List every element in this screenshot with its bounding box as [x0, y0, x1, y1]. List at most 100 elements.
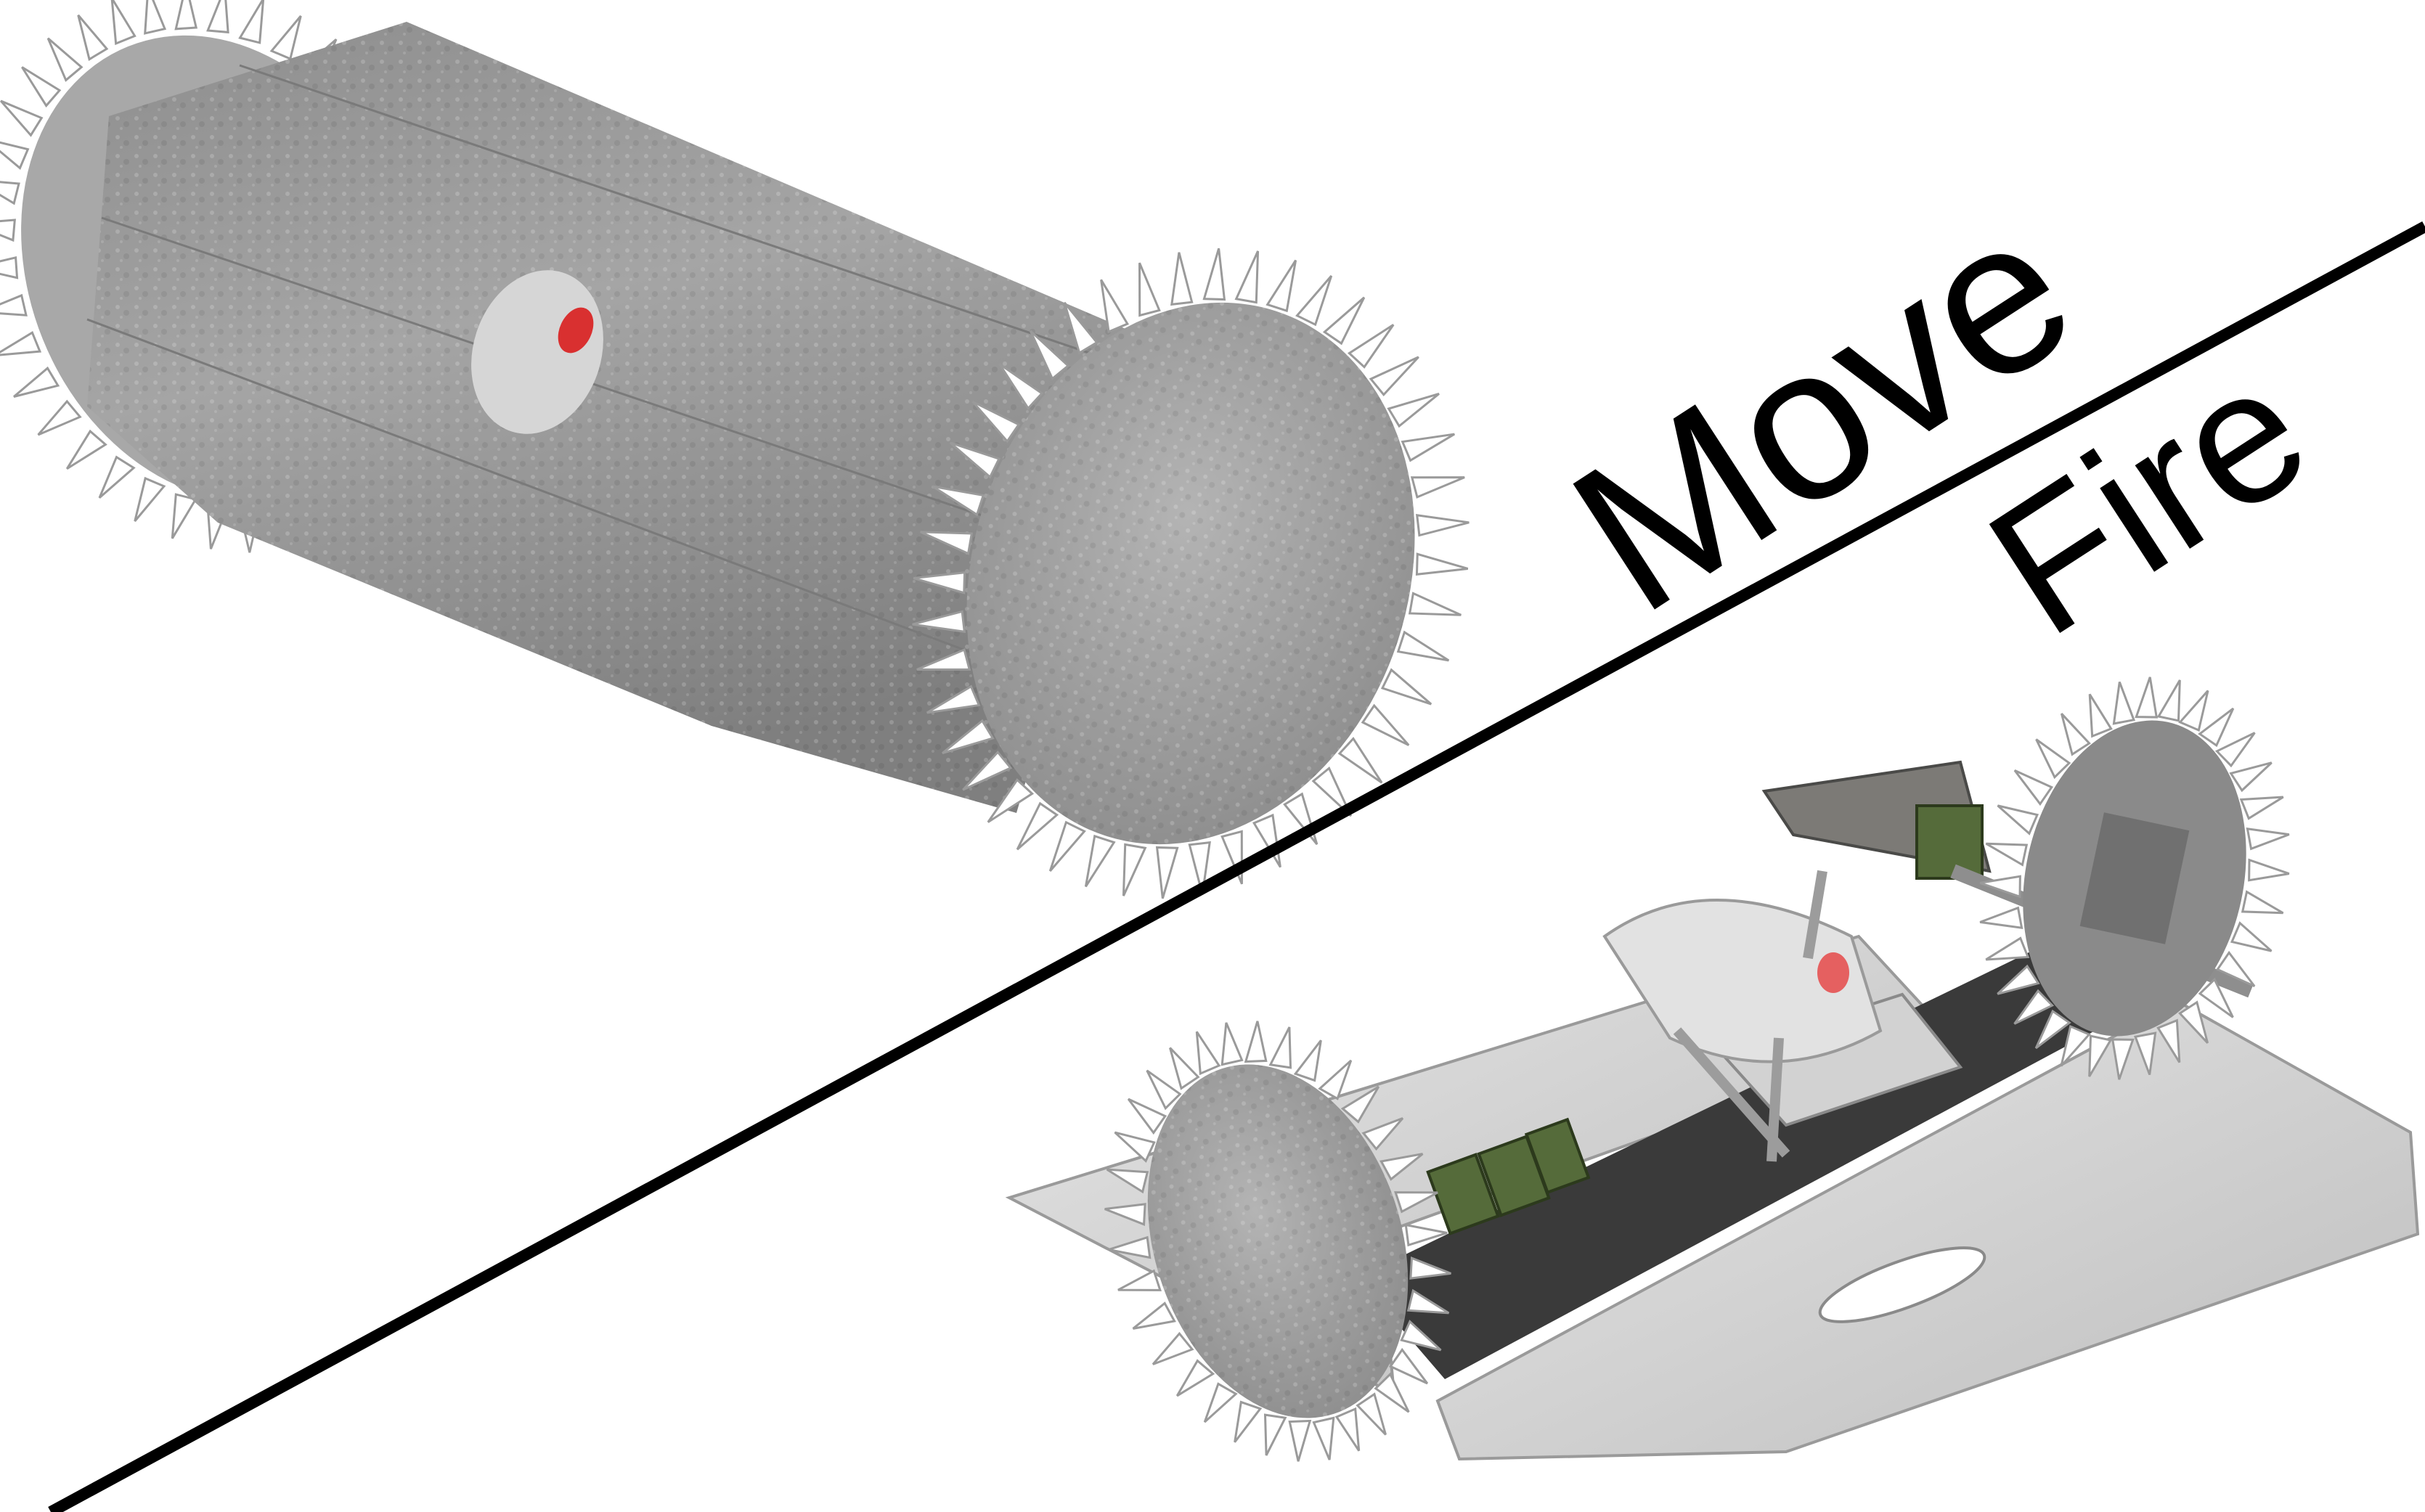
fin	[962, 750, 1013, 791]
fin	[174, 0, 198, 30]
fin	[2156, 1018, 2181, 1063]
fin	[1312, 1416, 1335, 1460]
fin	[2239, 796, 2284, 820]
fin	[0, 218, 16, 242]
fin	[1985, 842, 2029, 867]
fin	[2112, 681, 2135, 725]
fin	[1415, 552, 1469, 576]
fin	[1361, 1117, 1404, 1151]
fin	[998, 363, 1044, 410]
fin	[1104, 1203, 1146, 1226]
fin	[1997, 804, 2039, 835]
fin	[926, 685, 981, 714]
fin	[1387, 393, 1440, 428]
fin	[2215, 950, 2256, 987]
fin	[1347, 324, 1395, 369]
fin	[1985, 936, 2030, 961]
fin	[65, 429, 107, 470]
fin	[1234, 250, 1260, 304]
fin	[1152, 1331, 1194, 1365]
fin	[110, 0, 136, 46]
fin	[1288, 1419, 1312, 1462]
fin	[2156, 679, 2181, 722]
fin	[1114, 1131, 1156, 1163]
fin	[1356, 1392, 1387, 1436]
fin	[1979, 906, 2023, 929]
fin	[2034, 1009, 2071, 1050]
fin	[1048, 820, 1086, 872]
fin	[98, 455, 136, 499]
fin	[77, 14, 109, 61]
battery-modules	[1426, 1117, 1591, 1235]
fin	[1122, 843, 1147, 896]
fin	[1979, 875, 2021, 899]
fin	[1268, 1026, 1292, 1069]
fin	[2229, 761, 2273, 793]
fin	[1415, 513, 1470, 537]
fin	[1016, 801, 1059, 851]
fin	[206, 0, 229, 34]
fin	[1380, 668, 1432, 706]
fin	[2088, 1034, 2113, 1077]
fin	[1202, 248, 1226, 301]
fin	[1084, 834, 1116, 888]
fin	[1220, 1022, 1244, 1066]
fin	[1155, 846, 1179, 899]
fin	[2134, 1031, 2157, 1076]
fin	[1195, 1031, 1221, 1076]
fin	[1396, 630, 1450, 662]
fin	[1394, 1191, 1438, 1214]
fin	[1410, 476, 1465, 499]
fin	[13, 366, 60, 398]
fin	[1400, 1320, 1442, 1352]
fin	[1374, 1372, 1410, 1413]
fin	[1337, 737, 1383, 784]
fin	[2198, 977, 2234, 1018]
fin	[1203, 1382, 1238, 1423]
fin	[2135, 677, 2159, 719]
fin	[2088, 693, 2113, 738]
fin	[0, 141, 30, 170]
fin	[0, 256, 19, 279]
fin	[46, 37, 83, 82]
fin	[1318, 1059, 1353, 1100]
body-seam	[101, 216, 1090, 553]
fin	[2248, 858, 2290, 882]
robot-fire-mode	[1005, 677, 2420, 1462]
fin	[1401, 433, 1456, 462]
fin	[942, 719, 995, 754]
fin	[1334, 1407, 1361, 1452]
fin	[1100, 279, 1130, 334]
fin	[0, 293, 28, 316]
shell-hatch	[1818, 1246, 1986, 1323]
fin	[2013, 989, 2055, 1025]
fin	[1406, 1288, 1450, 1315]
fin	[932, 485, 985, 517]
fin	[920, 531, 974, 555]
fin	[1146, 1069, 1182, 1111]
fin	[0, 330, 42, 356]
fin	[1063, 301, 1099, 355]
fin	[1138, 262, 1161, 317]
sensor-head-red-eye	[1817, 952, 1849, 993]
fin	[912, 610, 966, 634]
fin	[1322, 296, 1366, 346]
fin	[1266, 259, 1297, 313]
fin	[971, 401, 1021, 444]
fin	[2060, 713, 2091, 756]
fin	[1106, 1168, 1149, 1194]
fin	[916, 648, 971, 671]
fin	[2178, 690, 2209, 732]
fin	[1997, 964, 2040, 995]
diagonal-divider	[48, 221, 2425, 1512]
fin	[269, 15, 302, 61]
fin	[1234, 1400, 1263, 1443]
fin	[1244, 1021, 1268, 1063]
fin	[2013, 769, 2054, 806]
fin	[2178, 1000, 2209, 1044]
fin	[1295, 275, 1333, 327]
fin	[2246, 827, 2290, 851]
fin	[238, 0, 265, 44]
fin	[1379, 1153, 1424, 1181]
